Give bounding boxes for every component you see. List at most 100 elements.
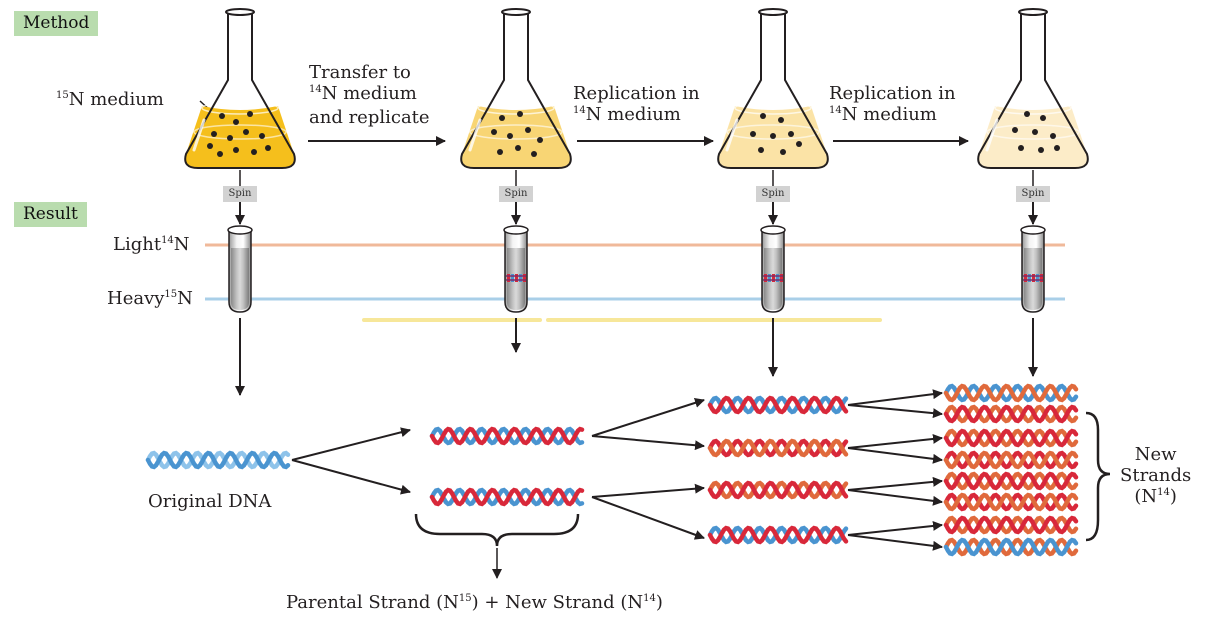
new-strands-brace — [1085, 411, 1111, 542]
branch-arrow — [847, 389, 943, 406]
bacteria-dot — [517, 111, 523, 117]
bacteria-dot — [1054, 145, 1060, 151]
result-tag: Result — [14, 202, 87, 227]
bacteria-dot — [499, 115, 505, 121]
dna-helix — [943, 383, 1079, 403]
branch-arrow — [847, 476, 943, 491]
bacteria-dot — [265, 145, 271, 151]
bacteria-dot — [788, 131, 794, 137]
dna-helix — [943, 428, 1079, 448]
bacteria-dot — [780, 149, 786, 155]
bacteria-dot — [1012, 127, 1018, 133]
dna-helix — [943, 537, 1079, 557]
bacteria-dot — [1050, 133, 1056, 139]
original-dna-label: Original DNA — [148, 491, 272, 512]
bacteria-dot — [243, 129, 249, 135]
centrifuge-tube — [1020, 225, 1046, 313]
dna-helix — [943, 450, 1079, 470]
medium-label: 15N medium — [56, 89, 164, 110]
new-strands-label: New Strands (N14) — [1120, 444, 1192, 507]
dna-band — [1024, 274, 1027, 282]
branch-arrow — [847, 489, 943, 506]
dna-helix — [707, 480, 849, 500]
bacteria-dot — [758, 147, 764, 153]
method-tag: Method — [14, 11, 99, 36]
branch-arrow — [591, 496, 705, 540]
heavy-band-label: Heavy15N — [107, 288, 193, 309]
bacteria-dot — [750, 131, 756, 137]
branch-arrow — [847, 447, 943, 464]
bacteria-dot — [259, 133, 265, 139]
bacteria-dot — [217, 151, 223, 157]
erlenmeyer-flask — [717, 8, 829, 169]
bacteria-dot — [227, 135, 233, 141]
bacteria-dot — [515, 145, 521, 151]
bacteria-dot — [1024, 111, 1030, 117]
dna-helix — [943, 492, 1079, 512]
step-label-1: Transfer to 14N medium and replicate — [309, 62, 430, 128]
dna-band — [1036, 274, 1039, 282]
branch-arrow — [591, 397, 705, 437]
dna-band — [523, 274, 526, 282]
dna-band — [519, 274, 522, 282]
bacteria-dot — [233, 147, 239, 153]
bacteria-dot — [491, 129, 497, 135]
erlenmeyer-flask — [184, 8, 296, 169]
bacteria-dot — [531, 151, 537, 157]
branch-arrow — [591, 435, 705, 451]
dna-band — [507, 274, 510, 282]
centrifuge-tube — [227, 225, 253, 313]
bacteria-dot — [497, 149, 503, 155]
branch-arrow — [291, 427, 411, 461]
spin-label: Spin — [1016, 186, 1050, 202]
light-band-label: Light14N — [113, 234, 190, 255]
dna-helix — [707, 438, 849, 458]
spin-label: Spin — [756, 186, 790, 202]
branch-arrow — [847, 404, 943, 419]
dna-helix — [429, 426, 585, 446]
step-label-2: Replication in 14N medium — [573, 83, 700, 125]
step-label-3: Replication in 14N medium — [829, 83, 956, 125]
dna-band — [511, 274, 514, 282]
branch-arrow — [847, 534, 943, 551]
bacteria-dot — [507, 133, 513, 139]
spin-label: Spin — [499, 186, 533, 202]
bacteria-dot — [537, 137, 543, 143]
dna-band — [780, 274, 783, 282]
branch-arrow — [847, 520, 943, 536]
dna-helix — [943, 515, 1079, 535]
bacteria-dot — [207, 143, 213, 149]
dna-band — [515, 274, 518, 282]
branch-arrow — [847, 433, 943, 449]
erlenmeyer-flask — [977, 8, 1089, 169]
parental-strand-label: Parental Strand (N15) + New Strand (N14) — [286, 592, 663, 613]
dna-band — [1040, 274, 1043, 282]
dna-helix — [943, 471, 1079, 491]
bacteria-dot — [233, 119, 239, 125]
dna-helix — [707, 525, 849, 545]
dna-helix — [943, 404, 1079, 424]
branch-arrow — [591, 483, 705, 498]
dna-band — [1028, 274, 1031, 282]
bacteria-dot — [1038, 147, 1044, 153]
bacteria-dot — [525, 127, 531, 133]
dna-helix — [429, 487, 585, 507]
bacteria-dot — [247, 111, 253, 117]
branch-arrow — [291, 459, 411, 495]
centrifuge-tube — [760, 225, 786, 313]
bacteria-dot — [796, 141, 802, 147]
dna-band — [1032, 274, 1035, 282]
dna-band — [764, 274, 767, 282]
bacteria-dot — [1018, 145, 1024, 151]
bacteria-dot — [770, 133, 776, 139]
spin-label: Spin — [223, 186, 257, 202]
bacteria-dot — [251, 149, 257, 155]
bacteria-dot — [760, 113, 766, 119]
bacteria-dot — [1040, 115, 1046, 121]
dna-helix — [145, 450, 291, 470]
bacteria-dot — [778, 117, 784, 123]
dna-band — [768, 274, 771, 282]
dna-helix — [707, 395, 849, 415]
bacteria-dot — [219, 113, 225, 119]
